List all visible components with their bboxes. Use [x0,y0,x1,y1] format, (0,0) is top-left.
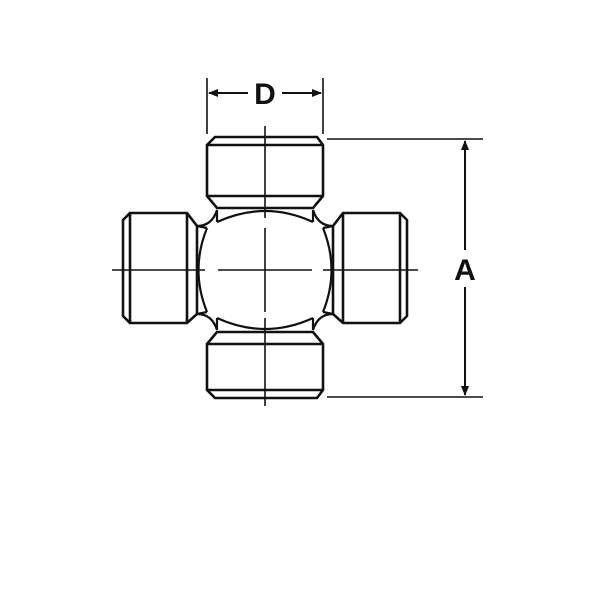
left-bearing-cap [121,211,199,325]
dimension-a-label: A [454,254,476,287]
dimension-d: D [206,78,324,134]
dimension-a: A [327,138,483,398]
dimension-d-label: D [254,78,276,111]
centerlines [112,126,418,406]
cross-body [196,209,334,331]
right-bearing-cap [331,211,409,325]
